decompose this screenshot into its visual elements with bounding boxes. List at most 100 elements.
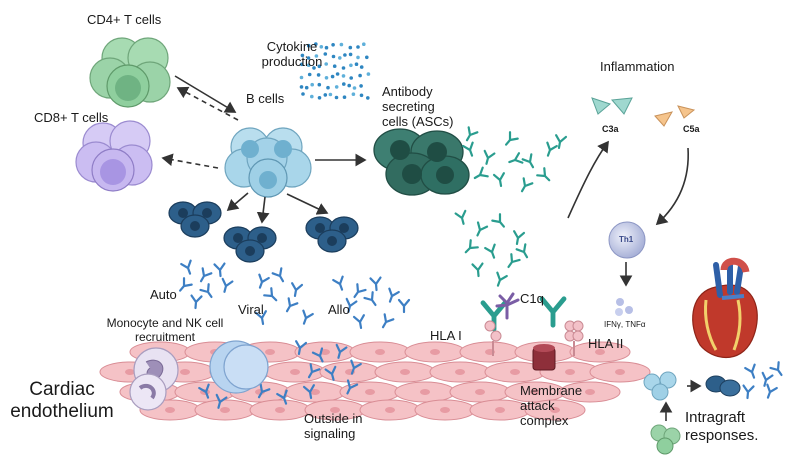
antibody	[311, 347, 324, 363]
cytokine-dot	[324, 76, 329, 80]
auto-label: Auto	[150, 287, 177, 302]
cytokine-dot	[335, 72, 340, 76]
membrane-attack-complex-label: Membrane attack complex	[520, 383, 582, 429]
cytokine-dot	[358, 73, 362, 78]
endothelial-nucleus	[365, 389, 375, 395]
cytokine-dots	[299, 42, 371, 100]
cytokine-dot	[307, 72, 312, 77]
antibody	[508, 152, 524, 164]
antibody	[483, 149, 496, 165]
cytokine-dot	[316, 73, 321, 77]
antibody	[761, 371, 774, 387]
antibody	[536, 167, 551, 182]
cytokine-dot	[349, 63, 353, 68]
antibody	[353, 283, 367, 299]
intragraft-responses-label: Intragraft responses.	[685, 409, 758, 445]
endothelial-nucleus	[330, 407, 340, 413]
cytokine-dot	[299, 75, 304, 80]
asc-cluster	[373, 128, 470, 196]
cardiac-endothelium-label: Cardiac endothelium	[8, 379, 116, 424]
plasma-cell-nucleus	[315, 223, 325, 233]
cytokine-dot	[348, 52, 353, 57]
cardiac-line-1: Cardiac	[29, 379, 95, 400]
flow-arrows	[161, 75, 702, 421]
cytokine-dot	[359, 65, 364, 69]
antibody	[332, 275, 344, 291]
plasma-cell-nucleus	[190, 221, 200, 231]
endothelial-nucleus	[430, 349, 440, 355]
antibody	[471, 262, 484, 278]
antibody	[295, 340, 308, 356]
cytokine-dot	[310, 82, 315, 87]
antibody	[199, 283, 213, 299]
endothelial-nucleus	[475, 389, 485, 395]
c5a-label: C5a	[683, 124, 700, 134]
antibody	[369, 276, 382, 292]
antibody	[505, 131, 519, 146]
cytokine-dot	[324, 62, 329, 66]
endothelial-nucleus	[275, 407, 285, 413]
endothelial-nucleus	[265, 349, 275, 355]
endothelial-nucleus	[385, 407, 395, 413]
cytokine-dot	[299, 85, 304, 89]
endothelial-nucleus	[310, 389, 320, 395]
cytokine-dot	[348, 45, 353, 50]
b-cells-label: B cells	[246, 91, 285, 106]
antibody	[291, 282, 304, 298]
cytokine-dot	[324, 45, 329, 50]
antibody	[346, 379, 359, 395]
antibody	[198, 383, 210, 399]
endothelial-nucleus	[495, 407, 505, 413]
monocyte-nk-cells	[129, 340, 269, 411]
cytokine-dot	[310, 94, 314, 99]
cytokine-dot	[306, 43, 311, 48]
antibody	[199, 267, 213, 283]
asc-line-1: Antibody	[382, 84, 433, 99]
cytokine-dot	[332, 64, 337, 68]
antibody	[546, 141, 558, 157]
cytokine-line-1: Cytokine	[266, 39, 318, 54]
antibody	[465, 126, 479, 142]
antibody	[462, 141, 474, 157]
cytokine-dot	[343, 53, 347, 57]
cd8-t-cells-label: CD8+ T cells	[34, 110, 109, 125]
plasma-cell-nucleus	[178, 208, 188, 218]
endothelial-nucleus	[400, 369, 410, 375]
cytokine-dot	[306, 56, 311, 60]
cytokine-dot	[334, 95, 339, 100]
cytokine-dot	[312, 66, 316, 70]
cytokine-dot	[352, 86, 357, 90]
cytokine-dot	[351, 92, 356, 96]
hla-i-molecule	[484, 320, 502, 356]
outside-in-signaling-label: Outside in signaling	[304, 411, 363, 442]
endothelial-nucleus	[375, 349, 385, 355]
cardiac-line-2: endothelium	[10, 401, 114, 423]
monocyte-line-1: Monocyte and NK cell	[106, 316, 224, 330]
cytokine-dot	[342, 95, 347, 99]
cytokine-dot	[319, 45, 324, 49]
plasma-cell-nucleus	[233, 233, 243, 243]
intragraft-line-1: Intragraft	[685, 409, 746, 426]
outside-line-2: signaling	[304, 425, 356, 441]
cytokine-dot	[330, 74, 335, 79]
antibody	[381, 313, 395, 329]
antibody	[335, 343, 348, 359]
cytokine-dot	[341, 74, 346, 78]
endothelial-nucleus	[180, 369, 190, 375]
cytokine-dot	[323, 52, 328, 56]
antibody	[271, 267, 285, 283]
cytokine-line-2: production	[261, 53, 323, 69]
cytokine-production-label: Cytokine production	[246, 39, 338, 70]
heart-illustration	[692, 257, 758, 358]
cytokine-dot	[356, 55, 360, 60]
antibody	[492, 172, 505, 188]
antibody	[513, 230, 526, 246]
cytokine-dot	[354, 62, 359, 66]
cytokine-dot	[306, 63, 311, 67]
c1q-complex	[495, 292, 520, 320]
endothelial-nucleus	[455, 369, 465, 375]
cd4-t-cells-label: CD4+ T cells	[87, 12, 162, 27]
antibody	[464, 239, 479, 254]
outside-line-1: Outside in	[304, 411, 363, 426]
